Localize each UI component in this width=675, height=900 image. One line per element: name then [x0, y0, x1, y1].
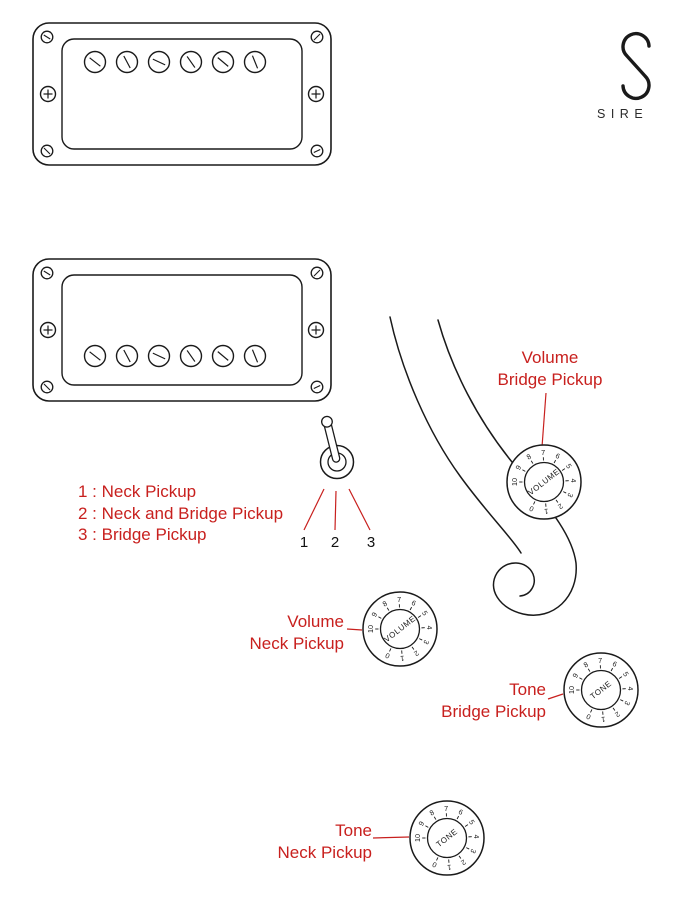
- knob-scale-number: 8: [582, 660, 590, 670]
- knob-scale-number: 9: [570, 672, 580, 680]
- knob-scale-number: 1: [447, 863, 452, 872]
- knob-scale-number: 2: [613, 710, 621, 720]
- knob-scale-number: 6: [554, 451, 562, 461]
- legend-line-1: 1 : Neck Pickup: [78, 482, 197, 501]
- knob-scale-number: 7: [397, 595, 401, 604]
- knob-scale-number: 8: [525, 452, 533, 462]
- callout-lines: [303, 392, 564, 839]
- sire-logo-icon: [621, 31, 651, 101]
- volume-neck-label: Volume Neck Pickup: [249, 612, 344, 653]
- pole-screw: [147, 344, 171, 368]
- knob-scale-number: 8: [381, 599, 389, 609]
- knob-scale-number: 2: [412, 649, 420, 659]
- knob-scale-number: 7: [444, 804, 448, 813]
- pole-screw: [83, 50, 107, 74]
- knob-scale-number: 0: [528, 504, 535, 514]
- knob-scale-number: 7: [541, 448, 545, 457]
- toggle-switch-diagram: [319, 415, 355, 480]
- knob-scale-number: 10: [366, 625, 375, 633]
- knob-scale-number: 0: [431, 860, 438, 870]
- legend-line-2: 2 : Neck and Bridge Pickup: [78, 503, 284, 523]
- knob-scale-number: 2: [556, 502, 564, 512]
- knob-scale-number: 4: [569, 478, 578, 482]
- brand-wordmark: SIRE: [597, 107, 649, 121]
- switch-position-2-label: 2: [330, 534, 340, 551]
- volume-bridge-label: Volume Bridge Pickup: [497, 348, 603, 389]
- knob-scale-number: 0: [384, 651, 391, 661]
- knob-scale-number: 3: [565, 491, 575, 499]
- pole-screw: [179, 50, 203, 74]
- knob-scale-number: 2: [459, 858, 467, 868]
- pole-screw: [115, 50, 139, 74]
- knob-scale-number: 6: [611, 659, 619, 669]
- pickup-diagram-top: [32, 22, 332, 166]
- pickup-pole-screws: [83, 50, 267, 368]
- knob-scale-number: 1: [601, 715, 606, 724]
- knob-scale-number: 7: [598, 656, 602, 665]
- knob-scale-number: 3: [421, 638, 431, 646]
- pole-screw: [243, 344, 267, 368]
- legend-line-3: 3 : Bridge Pickup: [78, 525, 207, 544]
- knob-scale-number: 5: [420, 609, 430, 617]
- pole-screw: [179, 344, 203, 368]
- knob-scale-number: 9: [513, 464, 523, 472]
- guitar-body-outline: [389, 316, 577, 616]
- knob-scale-number: 4: [425, 625, 434, 629]
- knob-scale-number: 1: [400, 654, 405, 663]
- pole-screw: [243, 50, 267, 74]
- pole-screw: [115, 344, 139, 368]
- knob-scale-number: 5: [564, 462, 574, 470]
- switch-position-legend: 1 : Neck Pickup 2 : Neck and Bridge Pick…: [78, 481, 283, 546]
- switch-position-1-label: 1: [299, 534, 309, 551]
- knob-scale-number: 3: [468, 847, 478, 855]
- knob-scale-number: 1: [544, 507, 549, 516]
- tone-neck-label: Tone Neck Pickup: [277, 821, 372, 862]
- knob-scale-number: 4: [472, 834, 481, 838]
- knob-scale-number: 5: [467, 818, 477, 826]
- knob-scale-number: 10: [413, 834, 422, 842]
- pole-screw: [83, 344, 107, 368]
- pole-screw: [211, 50, 235, 74]
- knob-scale-number: 10: [510, 478, 519, 486]
- knob-scale-number: 8: [428, 808, 436, 818]
- knob-scale-number: 3: [622, 699, 632, 707]
- tone-bridge-label: Tone Bridge Pickup: [441, 680, 546, 721]
- knob-scale-number: 6: [410, 598, 418, 608]
- pickup-diagram-bottom: [32, 258, 332, 402]
- knob-scale-number: 9: [416, 820, 426, 828]
- knob-scale-number: 0: [585, 712, 592, 722]
- switch-position-3-label: 3: [366, 534, 376, 551]
- knob-scale-number: 10: [567, 686, 576, 694]
- pole-screw: [147, 50, 171, 74]
- knob-scale-number: 6: [457, 807, 465, 817]
- pole-screw: [211, 344, 235, 368]
- knob-scale-number: 9: [369, 611, 379, 619]
- knob-scale-number: 5: [621, 670, 631, 678]
- knob-scale-number: 4: [626, 686, 635, 690]
